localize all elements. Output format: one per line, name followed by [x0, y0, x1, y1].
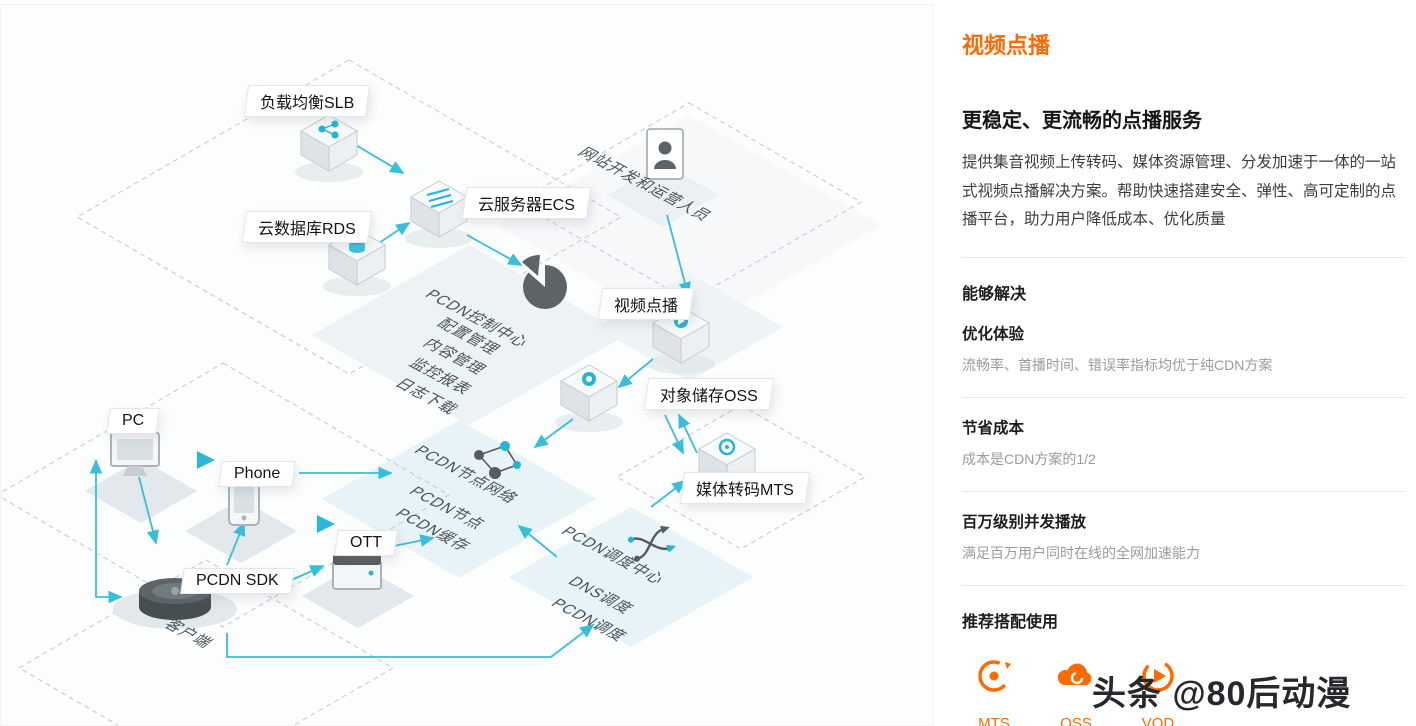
- section-divider: [962, 585, 1404, 587]
- node-label-oss: 对象储存OSS: [643, 378, 775, 410]
- benefit-title: 优化体验: [962, 326, 1025, 344]
- watermark: 头条 @80后动漫: [1092, 675, 1352, 713]
- architecture-diagram: 负载均衡SLB 云数据库RDS 云服务器ECS 视频点播 对象储存OSS 媒体转…: [0, 4, 934, 726]
- benefit-item: 节省成本 成本是CDN方案的1/2: [962, 416, 1404, 469]
- node-label-vod: 视频点播: [597, 288, 695, 320]
- node-label-ott: OTT: [334, 530, 398, 556]
- info-panel: 视频点播 更稳定、更流畅的点播服务 提供集音视频上传转码、媒体资源管理、分发加速…: [962, 16, 1404, 726]
- flow-arrows: [89, 140, 698, 658]
- product-vod[interactable]: VOD: [1136, 654, 1180, 726]
- pcdn-scheduler-icon: [627, 525, 677, 562]
- beacon-icon: [197, 451, 215, 469]
- oss-glyph-icon: [582, 372, 596, 386]
- slb-cube-icon: [300, 114, 358, 172]
- benefit-desc: 成本是CDN方案的1/2: [962, 451, 1096, 468]
- product-label: MTS: [978, 715, 1010, 726]
- mts-product-icon: [972, 654, 1016, 703]
- pc-monitor-icon: [110, 432, 160, 476]
- node-label-pcdn-sdk: PCDN SDK: [180, 568, 295, 594]
- benefit-title: 百万级别并发播放: [962, 514, 1087, 532]
- recommend-title: 推荐搭配使用: [962, 614, 1059, 632]
- ott-box-icon: [332, 554, 382, 590]
- node-label-slb: 负载均衡SLB: [243, 85, 371, 117]
- node-label-ecs: 云服务器ECS: [461, 187, 592, 219]
- solve-title: 能够解决: [962, 286, 1027, 304]
- benefit-title: 节省成本: [962, 420, 1025, 438]
- ecs-glyph-icon: [426, 188, 454, 208]
- slb-glyph-icon: [318, 120, 339, 139]
- benefit-item: 优化体验 流畅率、首播时间、错误率指标均优于纯CDN方案: [962, 322, 1404, 375]
- pcdn-network-icon: [474, 441, 521, 479]
- node-label-pc: PC: [106, 408, 161, 434]
- section-divider: [962, 257, 1404, 259]
- benefit-desc: 流畅率、首播时间、错误率指标均优于纯CDN方案: [962, 357, 1273, 374]
- ecs-cube-icon: [410, 180, 468, 238]
- product-mts[interactable]: MTS: [972, 654, 1016, 726]
- node-label-phone: Phone: [218, 461, 297, 487]
- oss-product-icon: [1054, 654, 1098, 703]
- recommended-products: MTS OSS VOD: [972, 654, 1404, 726]
- node-label-rds: 云数据库RDS: [241, 211, 373, 243]
- panel-heading: 更稳定、更流畅的点播服务: [962, 110, 1202, 132]
- benefit-item: 百万级别并发播放 满足百万用户同时在线的全网加速能力: [962, 510, 1404, 563]
- product-label: VOD: [1141, 715, 1175, 726]
- section-divider: [962, 491, 1404, 493]
- section-divider: [962, 397, 1404, 399]
- page-title: 视频点播: [962, 33, 1051, 58]
- product-label: OSS: [1060, 715, 1092, 726]
- vod-product-icon: [1136, 654, 1180, 703]
- pcdn-control-pie-icon: [522, 254, 567, 309]
- product-oss[interactable]: OSS: [1054, 654, 1098, 726]
- panel-description: 提供集音视频上传转码、媒体资源管理、分发加速于一体的一站式视频点播解决方案。帮助…: [962, 154, 1397, 229]
- beacon-icon: [317, 515, 335, 533]
- node-label-mts: 媒体转码MTS: [679, 472, 811, 504]
- devops-person-icon: [646, 128, 684, 180]
- mts-glyph-icon: [718, 438, 736, 456]
- beacon-icons: [197, 451, 335, 533]
- benefit-desc: 满足百万用户同时在线的全网加速能力: [962, 545, 1200, 562]
